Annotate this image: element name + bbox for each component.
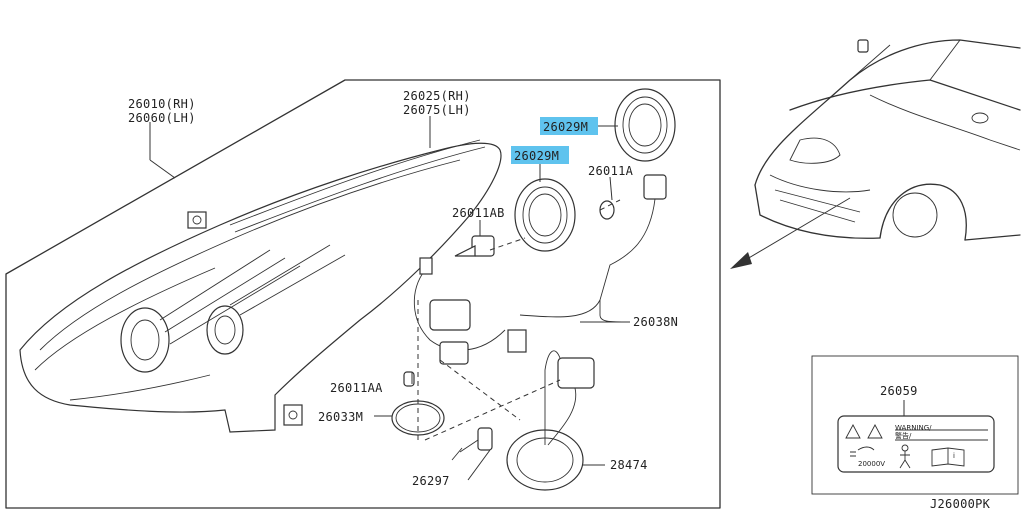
main-panel-frame	[5, 79, 721, 509]
wiring-harness	[413, 257, 626, 365]
car-illustration	[754, 39, 1021, 241]
bulb-ab	[454, 235, 495, 257]
label-o-ring: 26033M	[318, 410, 363, 424]
highlight-26029m-top	[540, 117, 598, 135]
highlight-26029m-mid	[511, 146, 569, 164]
assembly-guides	[417, 199, 621, 441]
label-bulb-aa: 26011AA	[330, 381, 383, 395]
seal-ring-top	[614, 88, 676, 162]
headlamp-assembly	[19, 139, 502, 433]
label-bulb-ab: 26011AB	[452, 206, 505, 220]
label-japanese-text: 警告/	[895, 431, 912, 440]
label-xenon-bulb: 26297	[412, 474, 450, 488]
svg-text:i: i	[953, 452, 955, 460]
ballast	[506, 350, 595, 491]
label-headlamp-lh: 26060(LH)	[128, 111, 196, 125]
direction-arrow	[730, 197, 851, 269]
label-bezel-lh: 26075(LH)	[403, 103, 471, 117]
leader-lines	[149, 116, 630, 481]
label-bulb-a: 26011A	[588, 164, 634, 178]
label-harness: 26038N	[633, 315, 678, 329]
label-bezel-rh: 26025(RH)	[403, 89, 471, 103]
caution-label-panel: 26059 WARNING/ 警告/ 20000V i	[811, 355, 1019, 495]
seal-ring-mid	[514, 178, 576, 252]
bulb-a	[519, 174, 667, 318]
label-seal-ring-mid: 26029M	[514, 149, 559, 163]
label-warning-text: WARNING/	[895, 424, 932, 432]
label-caution-label: 26059	[880, 384, 918, 398]
label-seal-ring-top: 26029M	[543, 120, 588, 134]
label-headlamp-rh: 26010(RH)	[128, 97, 196, 111]
label-ballast: 28474	[610, 458, 648, 472]
figure-code: J26000PK	[930, 497, 991, 511]
xenon-bulb	[451, 427, 493, 461]
label-voltage: 20000V	[858, 460, 885, 468]
